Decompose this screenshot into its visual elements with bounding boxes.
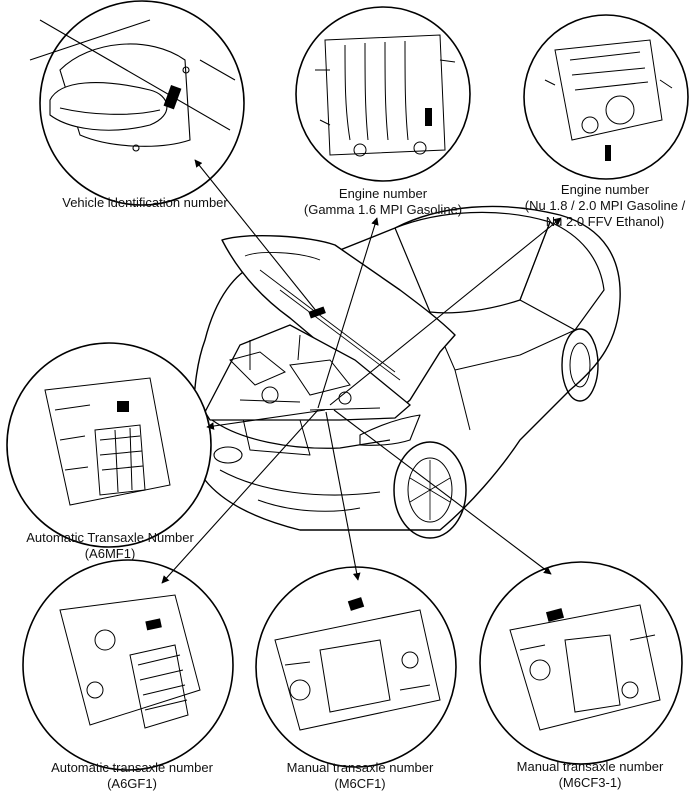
m6cf1-label-line1: Manual transaxle number [286, 760, 434, 775]
a6gf1-label: Automatic transaxle number (A6GF1) [32, 760, 232, 792]
a6mf1-number-marker [117, 401, 129, 412]
a6mf1-detail-circle [6, 342, 212, 548]
car-illustration [193, 205, 621, 539]
m6cf3-detail-circle [479, 561, 683, 765]
m6cf3-number-marker [545, 608, 565, 622]
vin-label: Vehicle identification number [55, 195, 235, 211]
engine-nu-label-line3: Nu 2.0 FFV Ethanol) [545, 214, 665, 229]
a6gf1-label-line1: Automatic transaxle number [51, 760, 213, 775]
vin-label-line1: Vehicle identification number [62, 195, 228, 210]
engine-gamma-label-line2: (Gamma 1.6 MPI Gasoline) [303, 202, 463, 217]
engine-bay [204, 324, 412, 421]
a6gf1-transaxle-illustration [59, 594, 201, 729]
gamma-engine-leader-arrow [317, 217, 379, 409]
vin-marker-on-car [308, 306, 326, 319]
engine-nu-label-line2: (Nu 1.8 / 2.0 MPI Gasoline / [524, 198, 686, 213]
m6cf1-number-marker [347, 597, 365, 611]
engine-nu-label: Engine number (Nu 1.8 / 2.0 MPI Gasoline… [515, 182, 695, 230]
seat-illustration [29, 19, 236, 152]
nu-engine-illustration [544, 39, 673, 141]
gamma-engine-illustration [315, 34, 456, 157]
m6cf3-transaxle-illustration [509, 604, 661, 731]
m6cf3-label: Manual transaxle number (M6CF3-1) [490, 759, 690, 791]
m6cf1-label: Manual transaxle number (M6CF1) [260, 760, 460, 792]
a6mf1-label: Automatic Transaxle Number (A6MF1) [10, 530, 210, 562]
a6mf1-label-line2: (A6MF1) [84, 546, 136, 561]
a6gf1-detail-circle [22, 559, 234, 771]
a6mf1-transaxle-illustration [44, 377, 171, 506]
engine-nu-label-line1: Engine number [560, 182, 650, 197]
a6gf1-leader-arrow [161, 409, 319, 584]
m6cf3-label-line2: (M6CF3-1) [558, 775, 622, 790]
m6cf3-leader-arrow [333, 409, 552, 575]
nu-engine-number-marker [605, 145, 611, 161]
engine-gamma-detail-circle [295, 6, 471, 182]
vin-plate-marker [163, 84, 182, 110]
a6gf1-number-marker [145, 618, 162, 631]
engine-gamma-label-line1: Engine number [338, 186, 428, 201]
engine-gamma-label: Engine number (Gamma 1.6 MPI Gasoline) [283, 186, 483, 218]
nu-engine-leader-arrow [329, 217, 562, 406]
gamma-engine-number-marker [425, 108, 432, 126]
a6mf1-leader-arrow [206, 409, 326, 430]
open-hood [221, 234, 456, 409]
a6mf1-label-line1: Automatic Transaxle Number [26, 530, 194, 545]
m6cf3-label-line1: Manual transaxle number [516, 759, 664, 774]
m6cf1-detail-circle [255, 566, 457, 768]
engine-nu-detail-circle [523, 14, 689, 180]
vin-leader-arrow [194, 159, 318, 313]
a6gf1-label-line2: (A6GF1) [107, 776, 157, 791]
m6cf1-leader-arrow [325, 411, 361, 581]
m6cf1-label-line2: (M6CF1) [334, 776, 386, 791]
m6cf1-transaxle-illustration [274, 609, 441, 731]
